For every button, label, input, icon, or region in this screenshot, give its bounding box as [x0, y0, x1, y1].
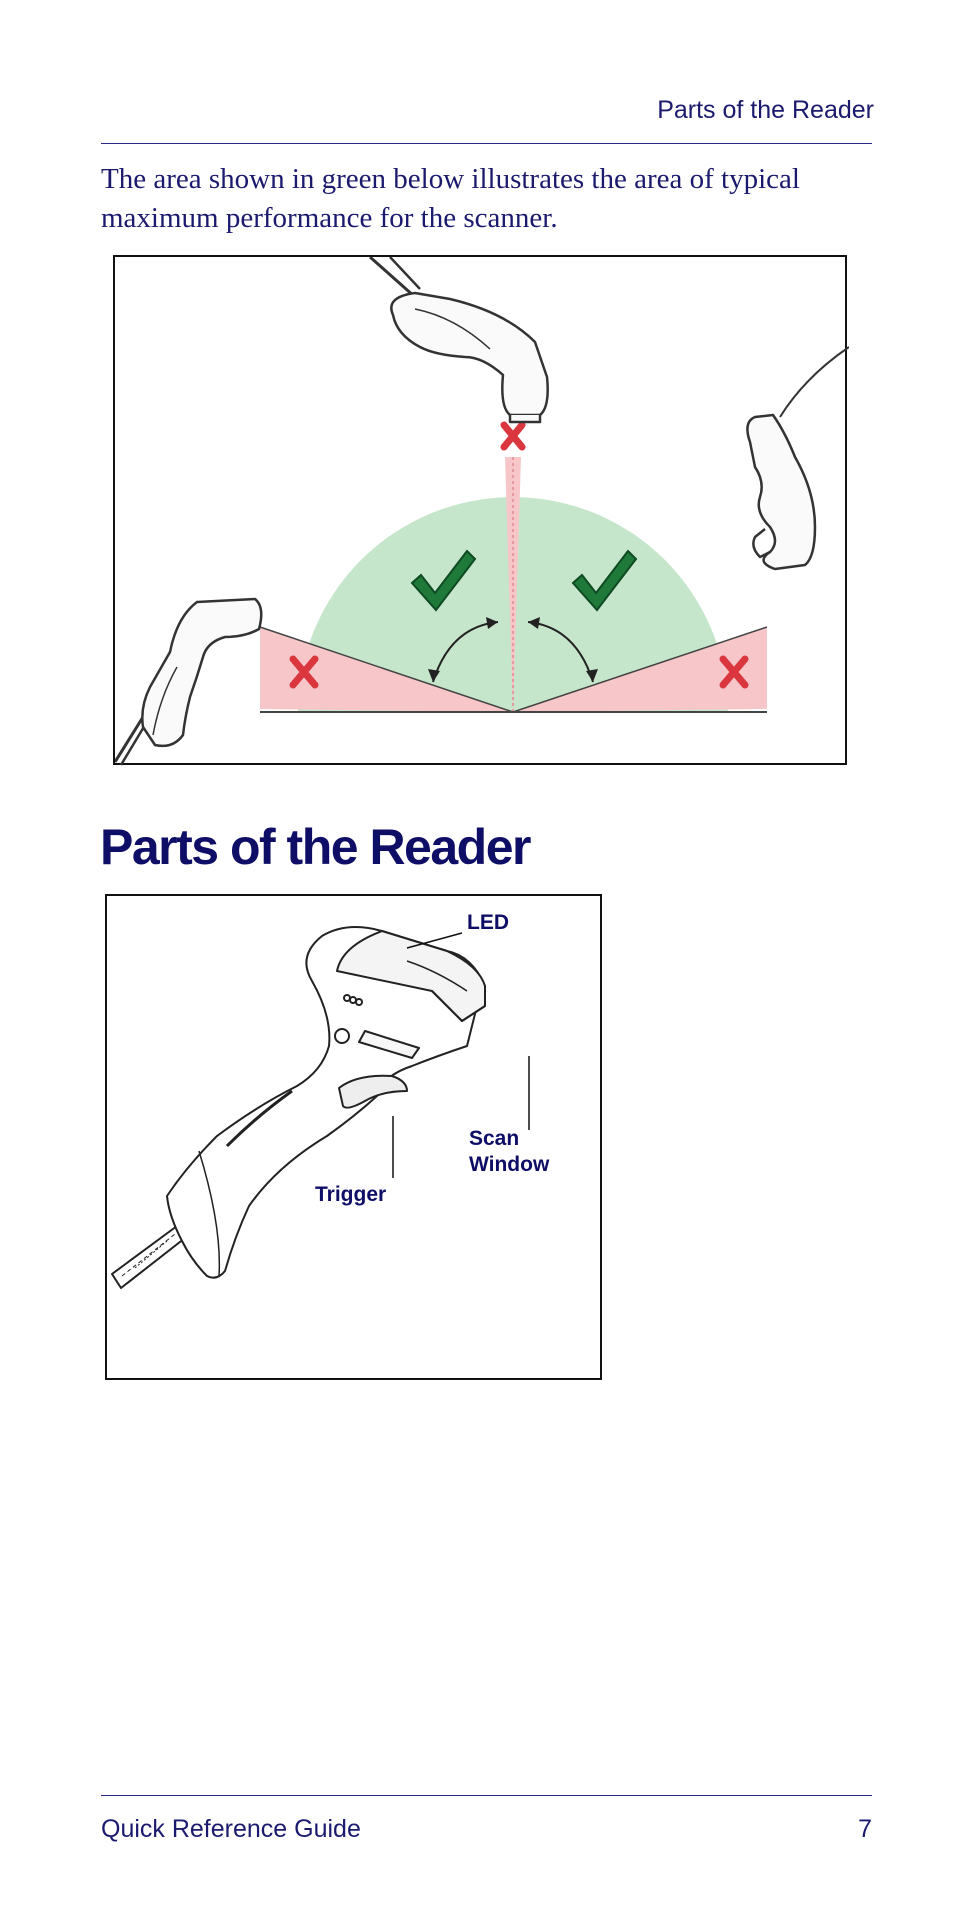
intro-paragraph: The area shown in green below illustrate… — [101, 160, 872, 238]
scanner-top-drawing — [370, 257, 548, 422]
scanner-left-drawing — [115, 599, 261, 765]
running-header: Parts of the Reader — [657, 96, 874, 125]
scanner-right-drawing — [747, 347, 849, 569]
footer-rule — [101, 1795, 872, 1796]
scan-angle-figure — [113, 255, 847, 765]
reader-parts-figure: LED Scan Window Trigger — [105, 894, 602, 1380]
footer-guide-title: Quick Reference Guide — [101, 1815, 361, 1844]
section-title: Parts of the Reader — [100, 818, 530, 876]
scan-window-label: Scan Window — [469, 1126, 549, 1178]
header-rule — [101, 143, 872, 144]
cross-icon — [504, 425, 522, 447]
led-label: LED — [467, 910, 509, 936]
page-number: 7 — [858, 1815, 872, 1844]
trigger-label: Trigger — [315, 1182, 386, 1208]
scan-angle-illustration — [115, 257, 849, 767]
